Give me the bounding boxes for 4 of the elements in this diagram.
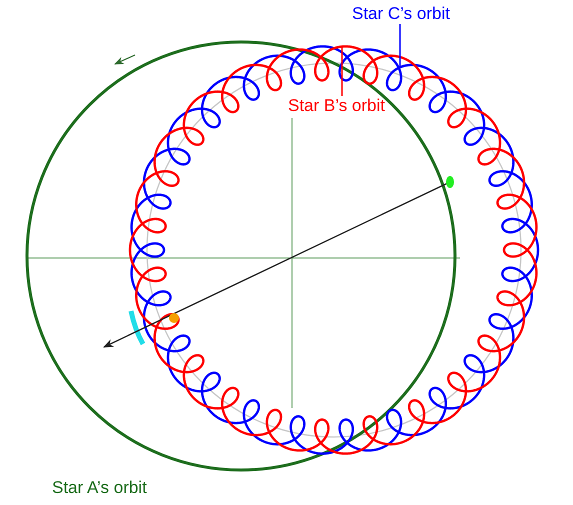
leader-line	[341, 46, 343, 96]
orbit-label: Star C’s orbit	[352, 4, 450, 24]
orbit-label: Star A’s orbit	[52, 478, 147, 498]
orbit-label: Star B’s orbit	[288, 96, 386, 116]
